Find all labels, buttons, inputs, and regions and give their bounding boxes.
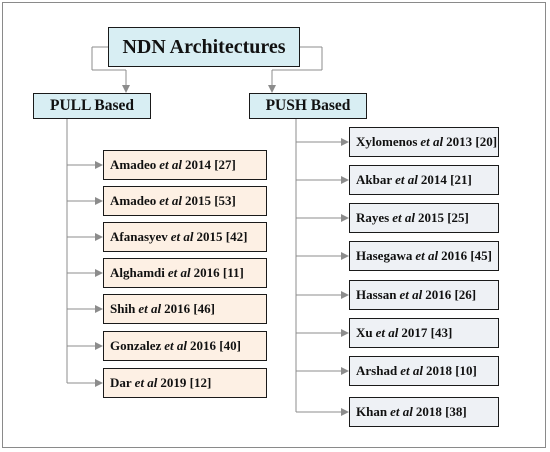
push-based-node: PUSH Based [249, 93, 367, 119]
pull-based-node: PULL Based [33, 93, 151, 119]
pull-based-label: PULL Based [50, 97, 134, 114]
push-based-label: PUSH Based [265, 97, 351, 114]
root-node: NDN Architectures [108, 27, 300, 67]
root-label: NDN Architectures [122, 35, 286, 58]
